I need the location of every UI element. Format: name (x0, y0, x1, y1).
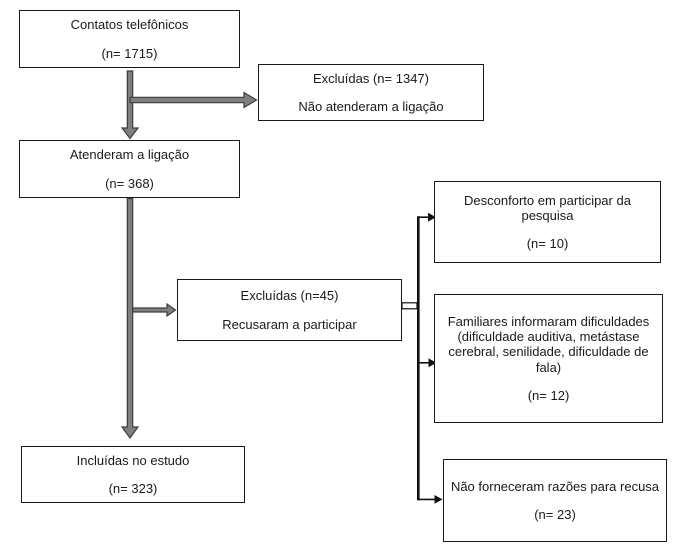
connector-excluidas-to-branch (401, 302, 418, 310)
box-title: Excluídas (n=45) (240, 288, 339, 304)
arrow-atenderam-to-incluidas-icon (120, 197, 140, 440)
arrow-contatos-to-atenderam-icon (120, 70, 140, 140)
box-count: (n= 10) (526, 236, 569, 252)
box-title: Desconforto em participar da pesquisa (464, 192, 631, 223)
box-excluidas-nao-atenderam: Excluídas (n= 1347) Não atenderam a liga… (258, 64, 484, 121)
box-title: Não forneceram razões para recusa (450, 478, 660, 494)
box-atenderam-ligacao: Atenderam a ligação (n= 368) (19, 140, 240, 198)
box-contatos-telefonicos: Contatos telefônicos (n= 1715) (19, 10, 240, 68)
box-title: Excluídas (n= 1347) (313, 70, 429, 86)
box-nao-forneceram-razoes: Não forneceram razões para recusa (n= 23… (443, 459, 667, 542)
box-incluidas-estudo: Incluídas no estudo (n= 323) (21, 446, 245, 503)
box-count: (n= 323) (108, 481, 158, 496)
arrow-atenderam-to-excluidas-recusaram-icon (132, 302, 177, 318)
box-count: (n= 1715) (101, 45, 158, 61)
arrow-contatos-to-excluidas-ligacao-icon (129, 91, 258, 109)
box-excluidas-recusaram: Excluídas (n=45) Recusaram a participar (177, 279, 402, 341)
box-subtitle: Não atenderam a ligação (298, 99, 444, 114)
arrow-branch-to-naoforneceram-icon (434, 495, 443, 504)
box-count: (n= 23) (534, 507, 576, 522)
box-title: Familiares informaram dificuldades (difi… (447, 314, 650, 375)
box-title: Atenderam a ligação (69, 147, 190, 163)
box-subtitle: Recusaram a participar (222, 316, 357, 332)
box-count: (n= 12) (527, 387, 570, 403)
box-desconforto: Desconforto em participar da pesquisa (n… (434, 181, 661, 263)
box-familiares-dificuldades: Familiares informaram dificuldades (difi… (434, 294, 663, 423)
box-title: Incluídas no estudo (76, 452, 190, 468)
box-title: Contatos telefônicos (70, 17, 189, 33)
box-count: (n= 368) (105, 175, 154, 191)
